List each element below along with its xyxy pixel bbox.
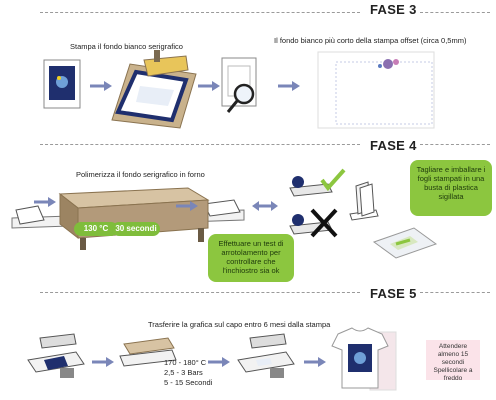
heat-press-closed-illustration (119, 337, 177, 367)
arrow-icon (34, 197, 56, 207)
double-arrow-icon (252, 201, 278, 211)
peel-cold-note: Attendere almeno 15 secondi Spellicolare… (426, 340, 480, 382)
roll-test-ok-illustration (289, 168, 346, 197)
arrow-icon (92, 357, 114, 367)
arrow-icon (198, 81, 220, 91)
phase4-caption-oven: Polimerizza il fondo serigrafico in forn… (76, 170, 205, 179)
phase3-divider-right (420, 12, 490, 13)
arrow-icon (304, 357, 326, 367)
roll-test-instruction-bubble: Effettuare un test di arrotolamento per … (208, 234, 294, 282)
phase5-caption: Trasferire la grafica sul capo entro 6 m… (148, 320, 331, 329)
heat-press-placement-illustration (27, 333, 85, 378)
phase4-divider-left (40, 144, 360, 145)
arrow-icon (208, 357, 230, 367)
phase3-caption-right: Il fondo bianco più corto della stampa o… (274, 36, 467, 45)
curing-oven-illustration (11, 187, 245, 250)
phase5-title: FASE 5 (370, 286, 417, 301)
oven-time-badge: 30 secondi (112, 222, 160, 236)
press-pressure: 2,5 - 3 Bars (164, 368, 203, 377)
phase3-caption-left: Stampa il fondo bianco serigrafico (70, 42, 183, 51)
arrow-icon (176, 201, 198, 211)
magnified-sheet-illustration (221, 57, 257, 113)
phase4-title: FASE 4 (370, 138, 417, 153)
phase3-title: FASE 3 (370, 2, 417, 17)
press-temperature: 170 - 180° C (164, 358, 207, 367)
screen-printing-frame-illustration (111, 50, 197, 129)
press-parameters: 170 - 180° C 2,5 - 3 Bars 5 - 15 Secondi (164, 358, 212, 388)
printed-sheet-illustration (43, 59, 81, 109)
phase5-divider-left (40, 292, 360, 293)
heat-press-open-illustration (237, 333, 295, 378)
white-base-detail-illustration (317, 51, 435, 129)
stacked-sheets-illustration (349, 181, 379, 221)
arrow-icon (278, 81, 300, 91)
packaging-instruction-bubble: Tagliare e imballare i fogli stampati in… (410, 160, 492, 216)
phase5-divider-right (420, 292, 490, 293)
sealed-bag-illustration (372, 227, 438, 259)
phase3-divider-left (40, 12, 360, 13)
phase4-divider-right (420, 144, 490, 145)
roll-test-fail-illustration (289, 208, 338, 238)
arrow-icon (90, 81, 112, 91)
oven-temperature-badge: 130 °C (74, 222, 118, 236)
tshirt-with-print-illustration (331, 327, 397, 391)
press-time: 5 - 15 Secondi (164, 378, 213, 387)
